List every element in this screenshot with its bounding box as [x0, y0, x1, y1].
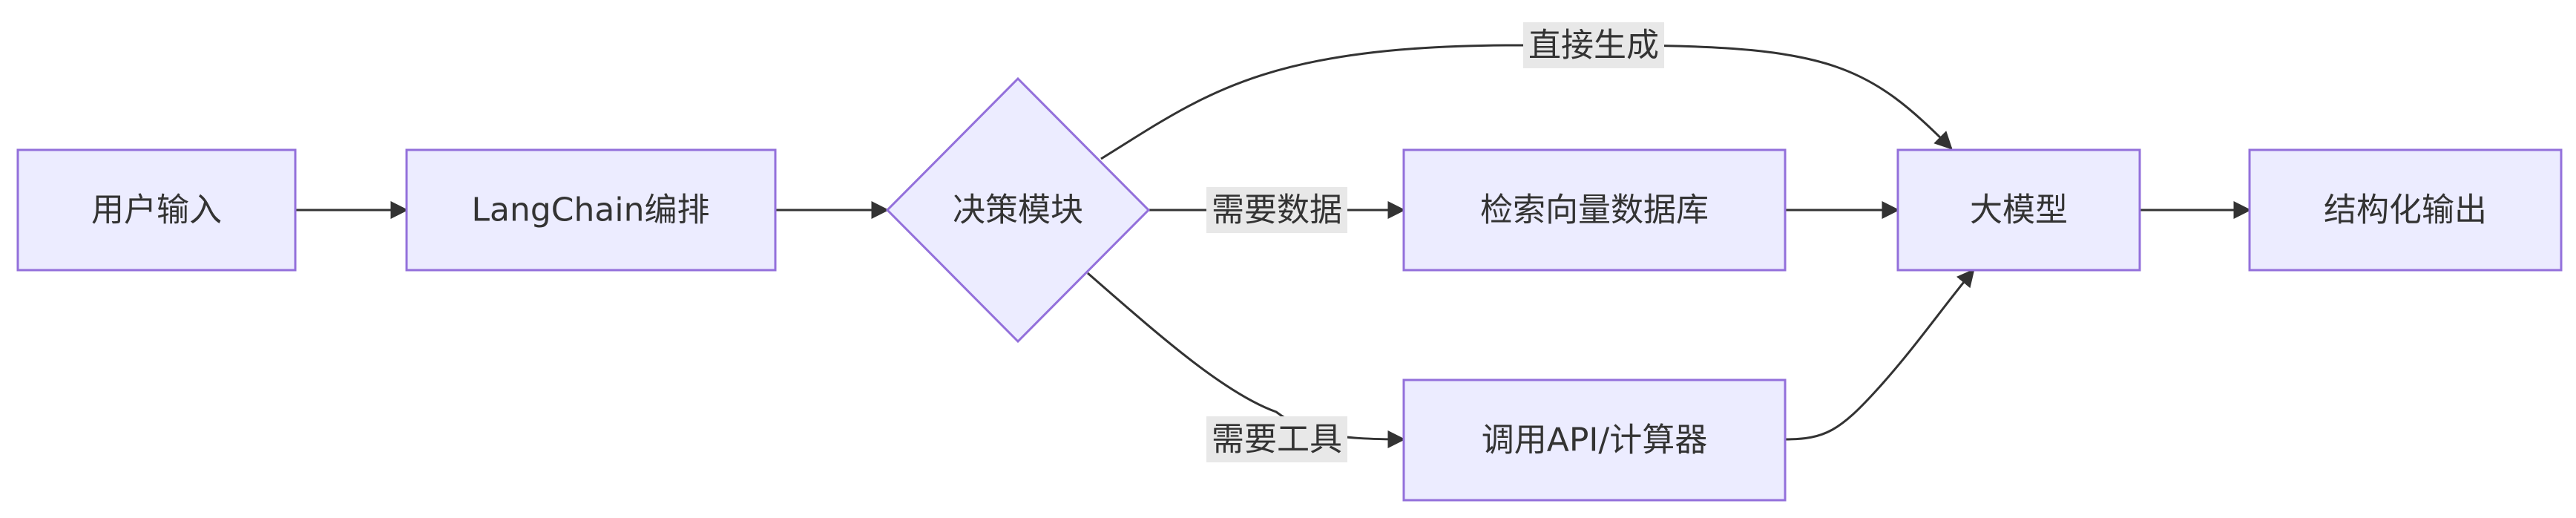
node-user-input-label: 用户输入 — [91, 191, 222, 229]
node-call-api[interactable]: 调用API/计算器 — [1402, 378, 1787, 502]
node-decision[interactable]: 决策模块 — [885, 76, 1151, 344]
node-langchain-label: LangChain编排 — [472, 191, 710, 229]
edge-label-direct-text: 直接生成 — [1528, 27, 1659, 65]
node-llm[interactable]: 大模型 — [1896, 148, 2141, 272]
node-vector-db-label: 检索向量数据库 — [1480, 191, 1709, 229]
edge-label-need-data: 需要数据 — [1206, 187, 1347, 233]
node-langchain[interactable]: LangChain编排 — [405, 148, 777, 272]
edge-decision-to-llm-direct — [1100, 44, 1953, 160]
node-decision-label: 决策模块 — [953, 191, 1083, 229]
edge-call-api-to-llm — [1784, 269, 1975, 441]
edge-label-need-tool-text: 需要工具 — [1212, 421, 1342, 459]
node-llm-label: 大模型 — [1970, 191, 2068, 229]
node-vector-db[interactable]: 检索向量数据库 — [1402, 148, 1787, 272]
edge-label-need-tool: 需要工具 — [1206, 416, 1347, 462]
edge-label-need-data-text: 需要数据 — [1212, 191, 1342, 229]
node-call-api-label: 调用API/计算器 — [1482, 422, 1707, 459]
edges — [295, 44, 2252, 448]
node-output-label: 结构化输出 — [2324, 191, 2487, 229]
node-user-input[interactable]: 用户输入 — [16, 148, 297, 272]
node-output[interactable]: 结构化输出 — [2248, 148, 2563, 272]
edge-decision-to-call-api — [1087, 272, 1406, 448]
edge-label-direct: 直接生成 — [1523, 22, 1664, 68]
